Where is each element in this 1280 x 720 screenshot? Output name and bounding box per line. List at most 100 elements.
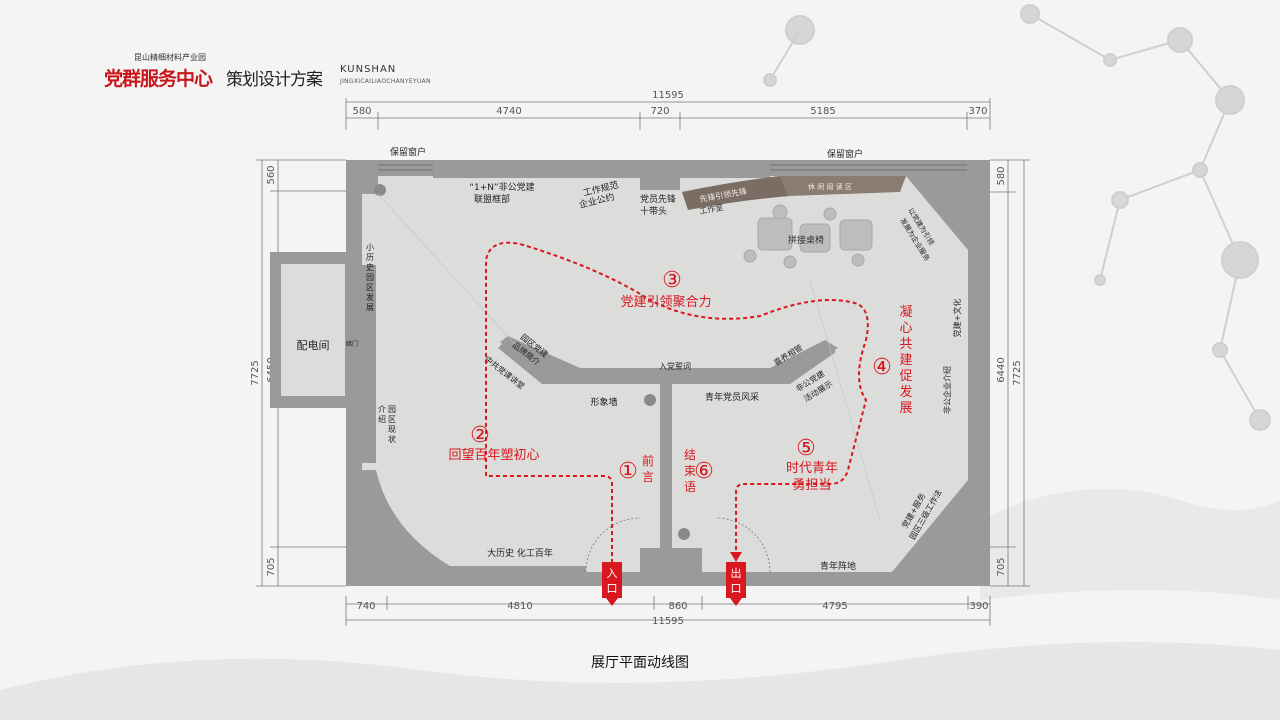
window-right-label: 保留窗户	[827, 148, 863, 160]
org-name: 昆山精细材料产业园	[134, 53, 206, 62]
route-number-1: ①	[618, 459, 638, 484]
alliance-label-1: “1+N”非公党建	[469, 181, 534, 193]
right-wall-label-b: 非公企业介绍	[942, 366, 952, 414]
english-title: KUNSHAN	[340, 64, 397, 75]
dim-top-4: 5185	[810, 106, 835, 117]
route-number-6: ⑥	[694, 459, 714, 484]
right-wall-label-a: 党建+文化	[952, 299, 962, 338]
dim-total-width-top: 11595	[652, 90, 684, 101]
dim-top-2: 4740	[496, 106, 521, 117]
route-text-4d: 建	[899, 353, 912, 368]
tables-label: 拼接桌椅	[788, 234, 824, 246]
ten-duties-label-1: 党员先锋	[640, 193, 676, 205]
studio-sub-label: 工作室	[699, 202, 724, 216]
dim-top-3: 720	[650, 106, 669, 117]
route-text-4a: 凝	[899, 304, 912, 320]
exit-arrow	[730, 552, 742, 562]
brand-title: 党群服务中心	[104, 68, 213, 90]
curved-corner-wall	[362, 470, 586, 572]
route-number-2: ②	[470, 423, 490, 448]
reading-strip	[780, 176, 906, 196]
ink-wash-decoration	[0, 488, 1280, 720]
dim-bottom-2: 4810	[507, 601, 532, 612]
route-text-4g: 展	[899, 401, 912, 416]
route-text-6c: 语	[684, 480, 696, 494]
studio-strip	[682, 176, 790, 210]
molecule-decoration	[763, 4, 1271, 431]
big-history-label: 大历史 化工百年	[487, 547, 553, 559]
dim-left-top: 560	[266, 165, 277, 184]
route-text-5b: 勇担当	[792, 478, 831, 493]
dim-left-total: 7725	[250, 360, 261, 385]
small-history-4: 园	[366, 273, 374, 282]
oath-label: 入党誓词	[659, 361, 691, 371]
exit-tag: 出 口	[726, 562, 746, 606]
route-number-5: ⑤	[796, 436, 816, 461]
entrance-tag: 入 口	[602, 562, 622, 606]
route-text-4c: 共	[899, 337, 912, 352]
window-left-label: 保留窗户	[390, 146, 426, 158]
reading-label: 休 闲 阅 读 区	[808, 182, 852, 191]
route-labels: ① 前 言 ② 回望百年塑初心 ③ 党建引领聚合力 ④ 凝 心 共 建 促 发 …	[448, 268, 912, 494]
ten-duties-label-2: 十带头	[640, 205, 667, 217]
route-text-5a: 时代青年	[786, 461, 838, 476]
plan-caption: 展厅平面动线图	[591, 655, 689, 671]
dim-right-bottom: 705	[996, 557, 1007, 576]
hidden-door-label: 暗门	[346, 340, 358, 348]
guide-lines	[377, 193, 881, 521]
pillar-top-left	[346, 160, 378, 194]
window-wall-left	[433, 160, 640, 178]
small-history-1: 小	[366, 243, 374, 252]
small-history-7: 展	[366, 303, 374, 312]
park-status-3: 现	[388, 425, 396, 434]
route-text-1b: 言	[642, 470, 654, 484]
route-text-2: 回望百年塑初心	[448, 447, 539, 463]
route-text-6b: 束	[684, 464, 696, 478]
route-text-4e: 促	[899, 369, 912, 384]
small-history-2: 历	[366, 253, 374, 262]
page-subtitle: 策划设计方案	[226, 70, 323, 90]
dim-right-total: 7725	[1012, 360, 1023, 385]
small-history-3: 史	[366, 262, 374, 272]
dim-bottom-4: 4795	[822, 601, 847, 612]
visitor-route	[485, 241, 869, 570]
dim-top-5: 370	[968, 106, 987, 117]
dim-right-top: 580	[996, 166, 1007, 185]
dim-right-inner: 6440	[996, 357, 1007, 382]
window-wall-right	[680, 160, 770, 178]
dim-bottom-1: 740	[356, 601, 375, 612]
entrance-text-1: 入	[607, 567, 618, 580]
alliance-label-2: 联盟框部	[474, 193, 510, 205]
entrance-text-2: 口	[607, 582, 618, 595]
dim-total-width-bottom: 11595	[652, 616, 684, 627]
route-text-6a: 结	[684, 448, 696, 462]
pillar-top-right	[967, 160, 990, 192]
park-intro-2: 绍	[378, 414, 386, 424]
power-room: 配电间	[270, 252, 348, 408]
central-t-wall	[498, 340, 836, 572]
pillar-top-middle	[640, 160, 680, 190]
park-status-1: 园	[388, 405, 396, 414]
english-subtitle: JINGXICAILIAOCHANYEYUAN	[340, 78, 431, 85]
dimension-labels: 11595 580 4740 720 5185 370 740 4810 860…	[250, 90, 1023, 627]
route-text-3: 党建引领聚合力	[620, 295, 711, 310]
pillar-bottom-right	[968, 547, 990, 586]
dim-left-bottom: 705	[266, 557, 277, 576]
route-text-4f: 发	[899, 384, 912, 400]
dimension-lines	[256, 98, 1030, 626]
route-text-4b: 心	[899, 321, 912, 336]
shape-wall-label: 形象墙	[590, 396, 617, 408]
diagonal-wall-bottom-right	[892, 480, 968, 572]
small-history-5: 区	[366, 283, 374, 292]
left-inner-wall	[362, 265, 376, 463]
youth-base-label: 青年阵地	[820, 560, 856, 572]
diagonal-wall-top-right	[906, 176, 968, 250]
park-intro-1: 介	[378, 405, 386, 414]
exit-text-2: 口	[731, 582, 742, 595]
dim-bottom-5: 390	[969, 601, 988, 612]
park-status-2: 区	[388, 415, 396, 424]
exit-text-1: 出	[731, 566, 742, 580]
dim-bottom-3: 860	[668, 601, 687, 612]
